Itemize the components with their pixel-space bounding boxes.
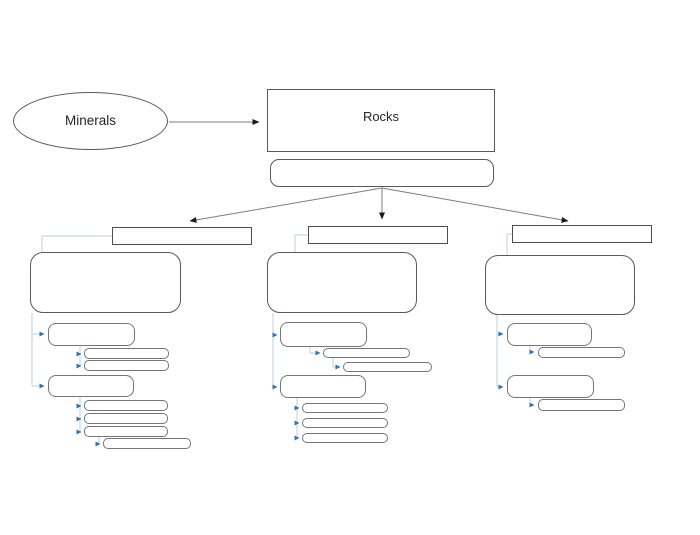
left-child1-box bbox=[48, 323, 135, 346]
right-gc2-elbow bbox=[529, 398, 535, 408]
right-child1-box bbox=[507, 323, 592, 346]
right-summary-box bbox=[485, 255, 635, 315]
middle-child2-item1-box bbox=[302, 403, 388, 413]
middle-summary-box bbox=[267, 252, 417, 313]
rocks-box: Rocks bbox=[267, 89, 495, 152]
left-branch-header-box bbox=[112, 227, 252, 245]
middle-gc1b-elbow bbox=[332, 358, 341, 370]
left-subitem-box bbox=[103, 438, 191, 449]
middle-child1-item1-box bbox=[323, 348, 410, 358]
middle-child1-box bbox=[280, 322, 367, 347]
middle-branch-header-box bbox=[308, 226, 448, 244]
right-header-elbow bbox=[506, 233, 512, 255]
rocks-label: Rocks bbox=[362, 108, 400, 124]
middle-child2-item2-box bbox=[302, 418, 388, 428]
right-child2-box bbox=[507, 375, 594, 398]
middle-gc1a-elbow bbox=[309, 347, 321, 356]
left-ggc-elbow bbox=[95, 437, 101, 447]
right-child2-item1-box bbox=[538, 399, 625, 411]
middle-header-elbow bbox=[294, 234, 308, 252]
minerals-ellipse: Minerals bbox=[13, 92, 168, 150]
left-summary-box bbox=[30, 252, 181, 313]
left-child2-item1-box bbox=[84, 400, 168, 411]
right-gc1-elbow bbox=[529, 346, 535, 355]
fan-arrow-left bbox=[189, 187, 383, 223]
middle-child1-item2-box bbox=[343, 362, 432, 372]
middle-child2-box bbox=[280, 375, 366, 398]
left-child2-item3-box bbox=[84, 426, 168, 437]
left-child1-item2-box bbox=[84, 360, 169, 371]
left-child2-box bbox=[48, 375, 134, 397]
right-child1-item1-box bbox=[538, 347, 625, 358]
middle-child2-item3-box bbox=[302, 433, 388, 443]
left-child1-item1-box bbox=[84, 348, 169, 359]
root-subtitle-box bbox=[270, 159, 494, 187]
left-child2-item2-box bbox=[84, 413, 168, 424]
minerals-label: Minerals bbox=[64, 113, 116, 129]
left-header-elbow bbox=[41, 235, 112, 252]
right-branch-header-box bbox=[512, 225, 652, 243]
fan-arrow-right bbox=[381, 187, 569, 223]
